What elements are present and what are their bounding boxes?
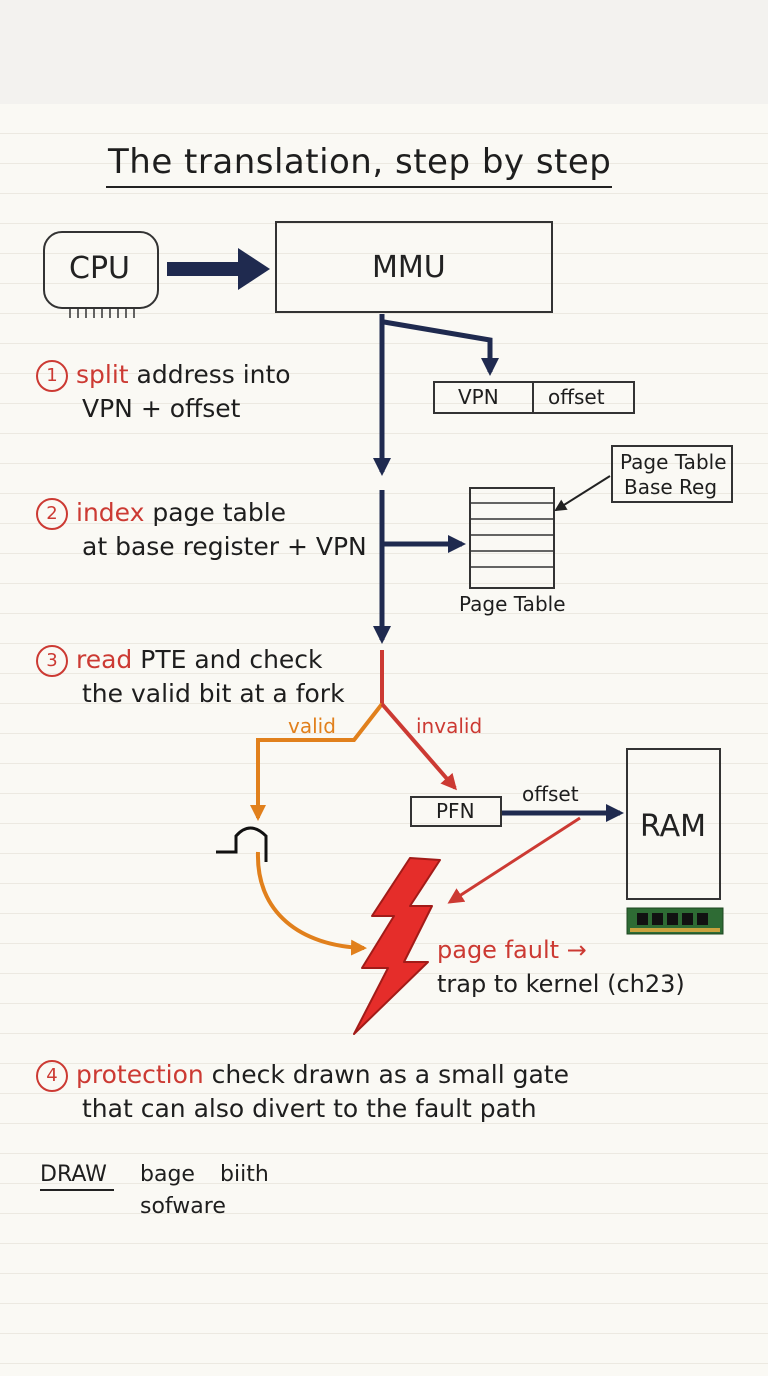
step-3-line1: 3 read PTE and check: [36, 643, 323, 677]
valid-label: valid: [288, 714, 336, 738]
step-2-number: 2: [36, 498, 68, 530]
vpn-label: VPN: [458, 385, 499, 409]
step-1-line1: 1 split address into: [36, 358, 291, 392]
mmu-label: MMU: [372, 250, 446, 285]
step-3-rest: PTE and check: [132, 645, 323, 674]
ptbr-arrow: [554, 475, 611, 512]
step-2-keyword: index: [76, 498, 145, 527]
valid-branch: [250, 702, 384, 821]
page-title: The translation, step by step: [108, 142, 612, 182]
step-4-rest: check drawn as a small gate: [203, 1060, 569, 1089]
cpu-to-mmu-arrow: [167, 248, 270, 290]
vpn-offset-node: [433, 381, 635, 414]
step-2-line2: at base register + VPN: [82, 532, 367, 561]
page-table-label: Page Table: [459, 592, 566, 616]
ptbr-node: [611, 445, 733, 503]
page-fault-label: page fault →: [437, 936, 587, 964]
invalid-label: invalid: [416, 714, 483, 738]
step-1-rest: address into: [128, 360, 291, 389]
step-3-line2: the valid bit at a fork: [82, 679, 345, 708]
trap-to-kernel-label: trap to kernel (ch23): [437, 970, 685, 998]
lightning-fault-icon: [353, 857, 441, 1035]
footer-word-biith: biith: [220, 1162, 269, 1187]
step-3-keyword: read: [76, 645, 133, 674]
step-2-line1: 2 index page table: [36, 496, 286, 530]
step-4-line1: 4 protection check drawn as a small gate: [36, 1058, 569, 1092]
ptbr-label-line1: Page Table: [620, 450, 727, 474]
step-1-number: 1: [36, 360, 68, 392]
ptbr-label-line2: Base Reg: [624, 475, 718, 499]
protection-gate-icon: [216, 826, 268, 862]
step-4-number: 4: [36, 1060, 68, 1092]
ram-label: RAM: [640, 809, 707, 844]
invalid-branch: [380, 702, 457, 791]
footer-word-sofware: sofware: [140, 1194, 226, 1219]
pfn-label: PFN: [436, 799, 475, 823]
step-1-keyword: split: [76, 360, 129, 389]
pfn-offset-label: offset: [522, 782, 579, 806]
step-4-line2: that can also divert to the fault path: [82, 1094, 537, 1123]
pfn-node: [410, 796, 502, 827]
step-2-rest: page table: [144, 498, 287, 527]
ram-node: [626, 748, 721, 900]
ram-to-fault-arrow: [447, 816, 581, 904]
page-table-node: [469, 487, 555, 589]
step-4-keyword: protection: [76, 1060, 204, 1089]
step-3-number: 3: [36, 645, 68, 677]
cpu-label: CPU: [69, 251, 130, 286]
cpu-pins: [69, 308, 135, 318]
mmu-to-vpn-branch: [383, 319, 499, 376]
footer-draw: DRAW: [40, 1162, 107, 1187]
cpu-node: [43, 231, 159, 318]
ram-chip-icon: [626, 907, 724, 935]
footer-word-bage: bage: [140, 1162, 195, 1187]
step-1-line2: VPN + offset: [82, 394, 241, 423]
offset-label: offset: [548, 385, 605, 409]
mmu-node: [275, 221, 553, 313]
gate-to-fault-curve: [255, 851, 367, 956]
